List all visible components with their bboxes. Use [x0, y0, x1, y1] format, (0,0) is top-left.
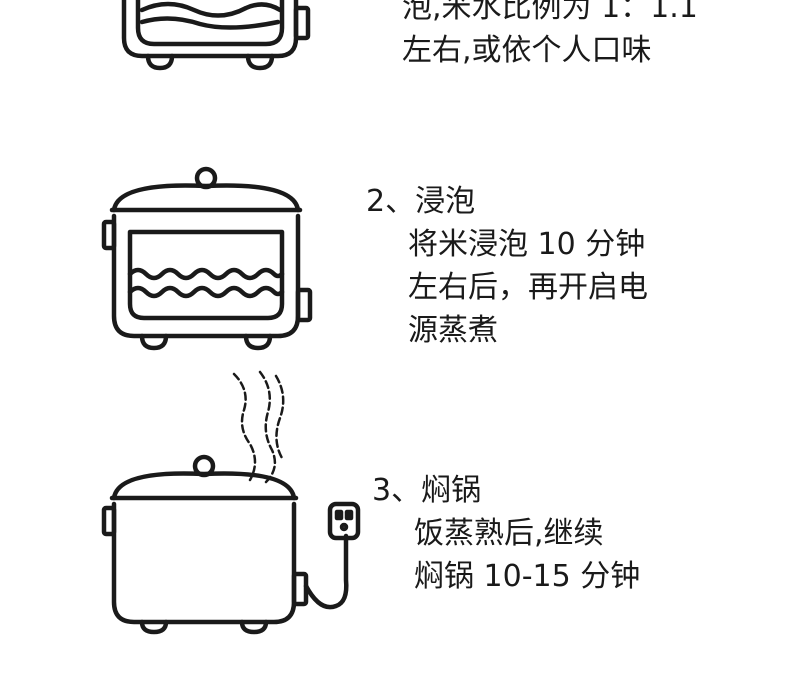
step2-line-3: 源蒸煮	[408, 313, 498, 348]
rice-cooker-water-icon	[101, 166, 313, 351]
step1-line-1: 泡,米水比例为 1：1.1	[402, 0, 698, 25]
rice-cooker-rice-icon	[121, 0, 311, 71]
step2-text: 2、浸泡 将米浸泡 10 分钟 左右后，再开启电 源蒸煮	[366, 180, 648, 352]
step3-line-1: 饭蒸熟后,继续	[414, 516, 604, 551]
step1-text: 泡,米水比例为 1：1.1 左右,或依个人口味	[402, 0, 698, 72]
step2-line-1: 将米浸泡 10 分钟	[408, 227, 646, 262]
step3-title: 3、焖锅	[372, 473, 482, 508]
rice-cooker-steam-icon	[101, 370, 349, 635]
step3-text: 3、焖锅 饭蒸熟后,继续 焖锅 10-15 分钟	[372, 469, 640, 598]
power-plug-icon	[327, 501, 361, 541]
step2-line-2: 左右后，再开启电	[408, 270, 648, 305]
step1-line-2: 左右,或依个人口味	[402, 33, 652, 68]
step2-title: 2、浸泡	[366, 184, 476, 219]
step3-line-2: 焖锅 10-15 分钟	[414, 559, 641, 594]
